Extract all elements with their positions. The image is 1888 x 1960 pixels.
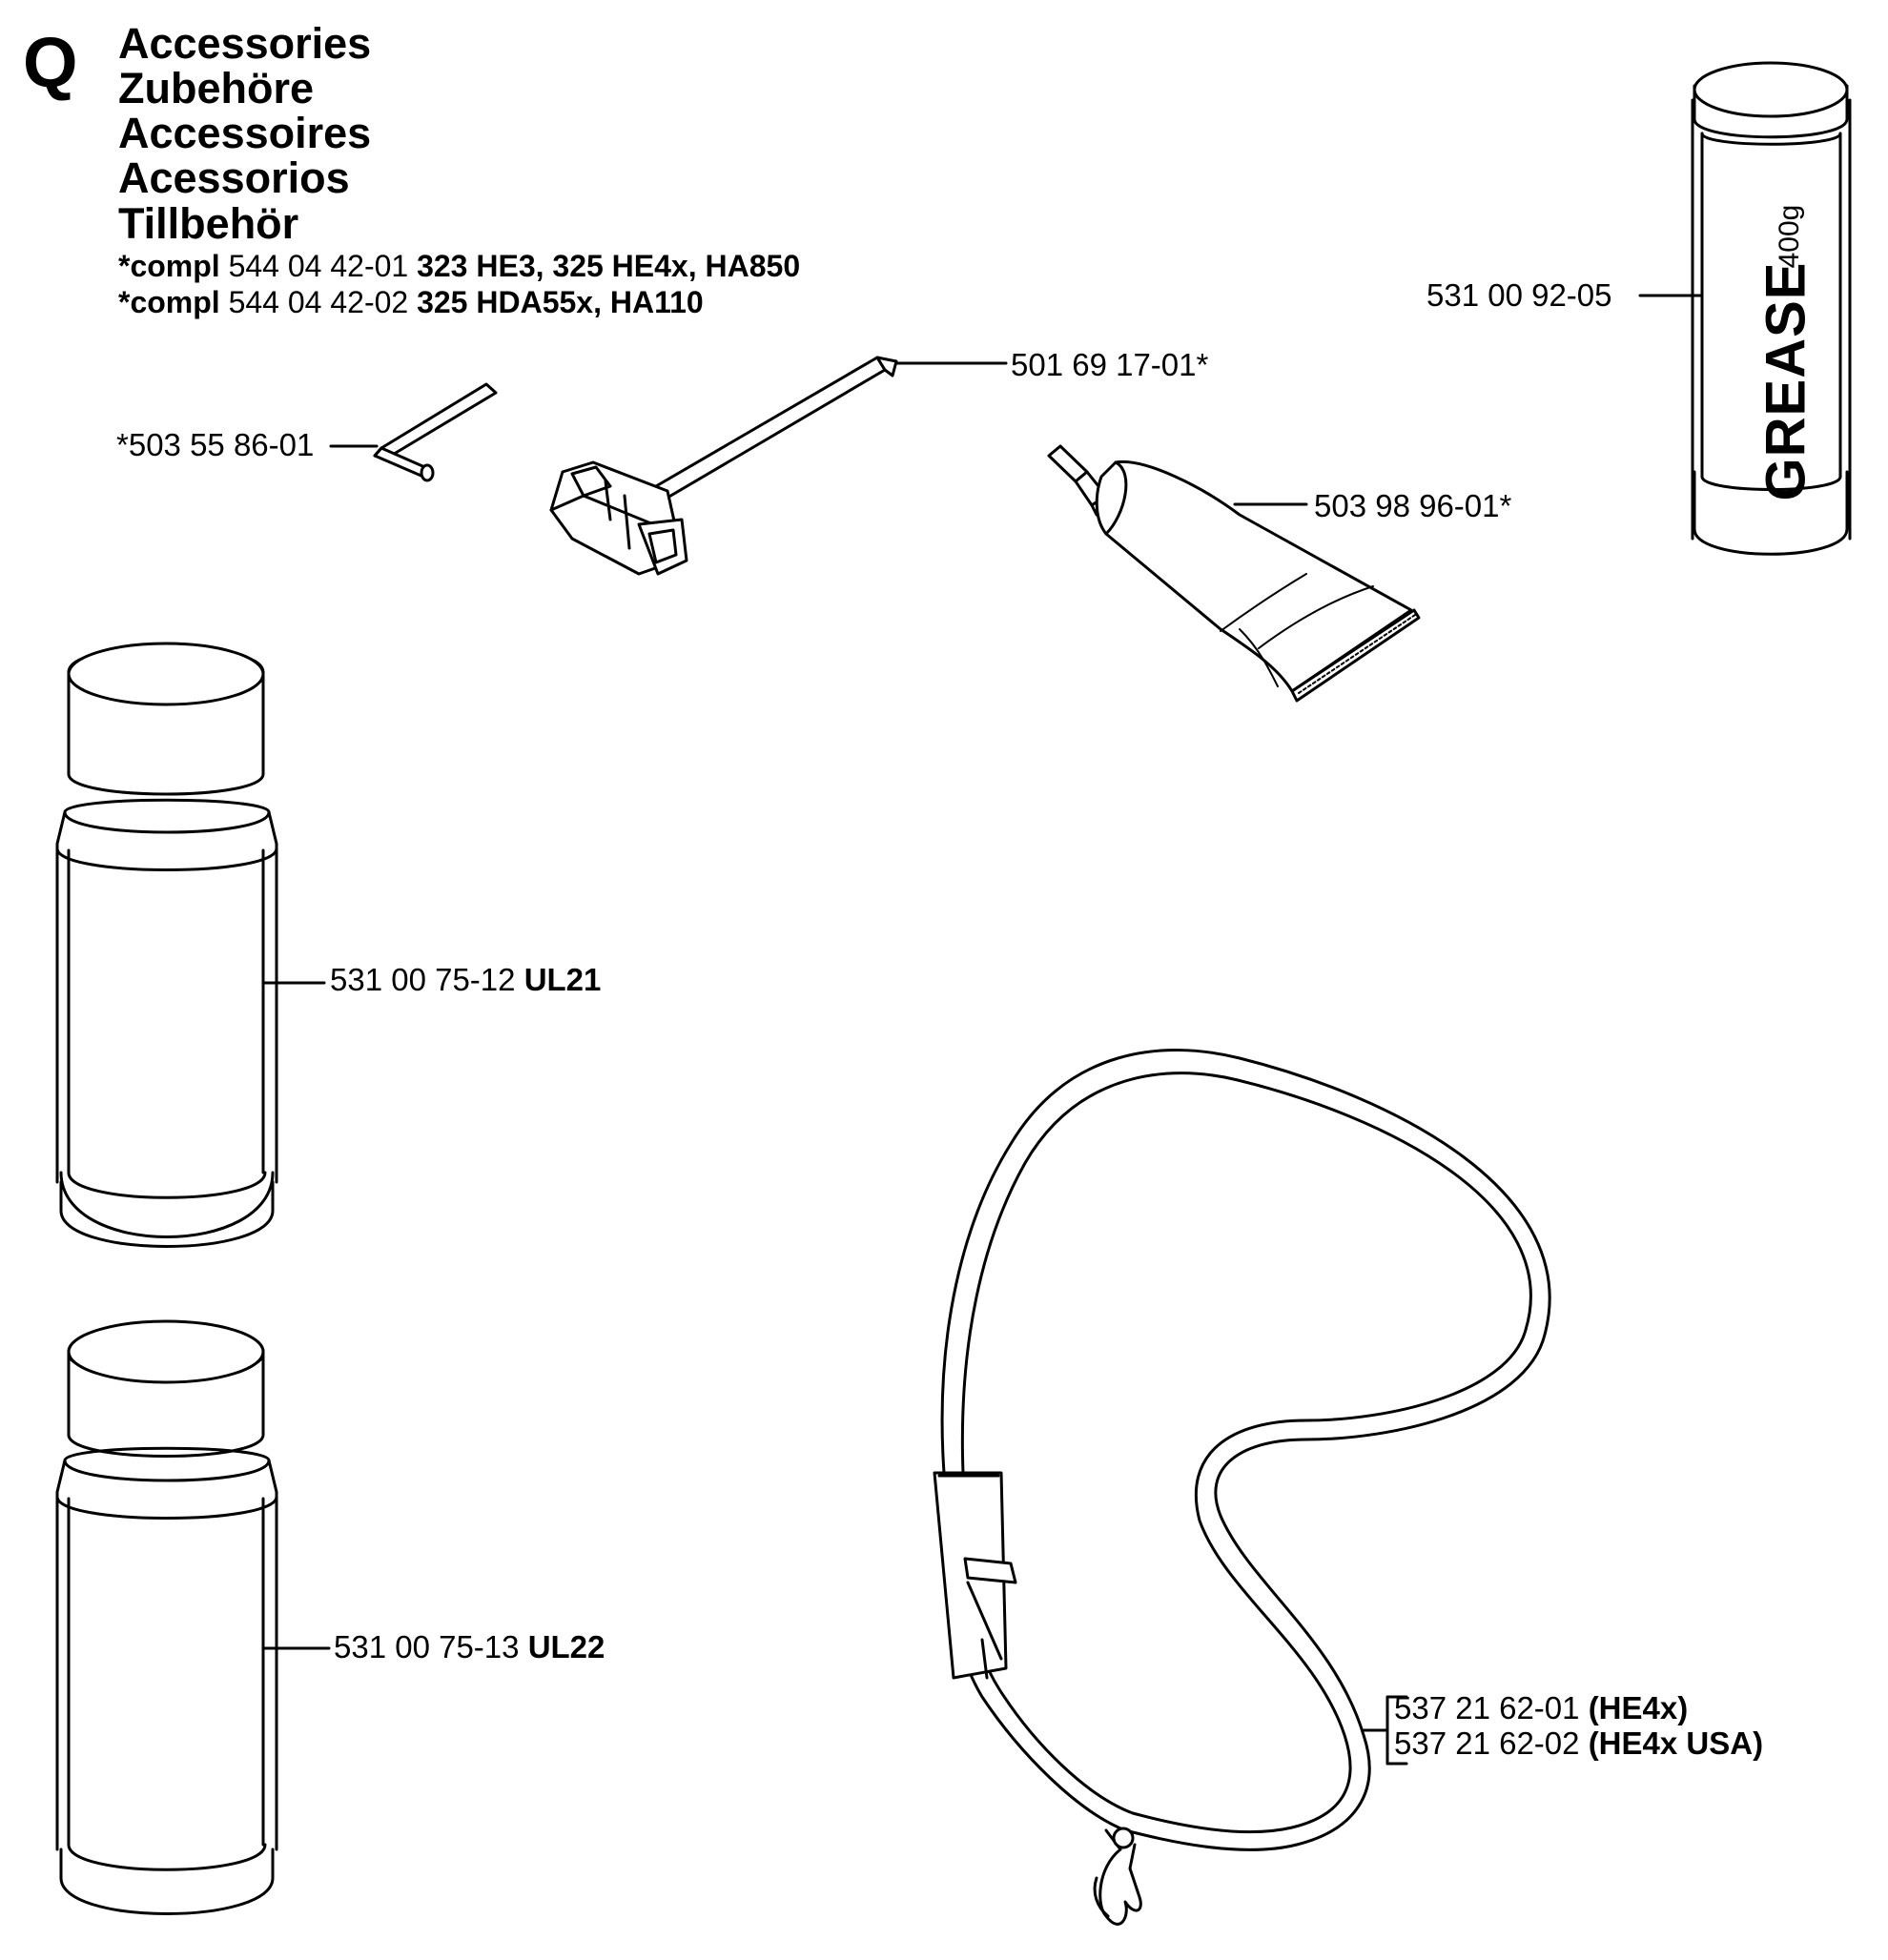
label-grease-cartridge: 531 00 92-05 [1426,277,1612,313]
label-combi-wrench: 501 69 17-01* [1011,347,1209,382]
label-strap-option-2: 537 21 62-02 (HE4x USA) [1394,1725,1763,1762]
compl-prefix: *compl [118,285,220,319]
spray-can-icon [57,643,277,1247]
strap-option-2-part: 537 21 62-02 [1394,1725,1580,1761]
spark-plug-wrench-icon [551,357,896,574]
grease-cartridge-print: GREASE [1755,261,1817,501]
compl-line-1: *compl 544 04 42-01 323 HE3, 325 HE4x, H… [118,248,800,284]
label-hex-key: *503 55 86-01 [116,427,315,462]
title-german: Zubehöre [118,64,315,112]
spray-can-2-variant: UL22 [527,1629,605,1664]
spray-can-2-part: 531 00 75-13 [334,1629,520,1664]
strap-option-1-variant: (HE4x) [1588,1690,1689,1725]
strap-options-bracket [1387,1697,1406,1764]
compl-models: 323 HE3, 325 HE4x, HA850 [417,249,801,283]
label-spray-can-1: 531 00 75-12 UL21 [330,962,601,998]
strap-option-2-variant: (HE4x USA) [1588,1725,1764,1761]
label-strap-option-1: 537 21 62-01 (HE4x) [1394,1690,1688,1726]
title-portuguese: Acessorios [118,153,350,202]
label-spray-can-2: 531 00 75-13 UL22 [334,1629,605,1665]
spray-can-1-part: 531 00 75-12 [330,962,516,997]
strap-option-1-part: 537 21 62-01 [1394,1690,1580,1725]
grease-tube-icon [1049,446,1419,701]
section-letter: Q [23,23,78,102]
compl-part-number: 544 04 42-02 [228,285,409,319]
label-grease-tube: 503 98 96-01* [1314,488,1512,523]
grease-cartridge-icon [1693,63,1850,554]
compl-prefix: *compl [118,249,220,283]
compl-part-number: 544 04 42-01 [228,249,409,283]
title-swedish: Tillbehör [118,199,299,248]
shoulder-strap-icon [934,1051,1549,1925]
title-english: Accessories [118,19,372,68]
spray-can-icon [57,1321,277,1914]
compl-line-2: *compl 544 04 42-02 325 HDA55x, HA110 [118,284,704,320]
allen-key-icon [375,384,496,480]
spray-can-1-variant: UL21 [523,962,602,997]
compl-models: 325 HDA55x, HA110 [417,285,704,319]
title-french: Accessoires [118,109,372,157]
grease-cartridge-weight: 400g [1774,204,1805,269]
